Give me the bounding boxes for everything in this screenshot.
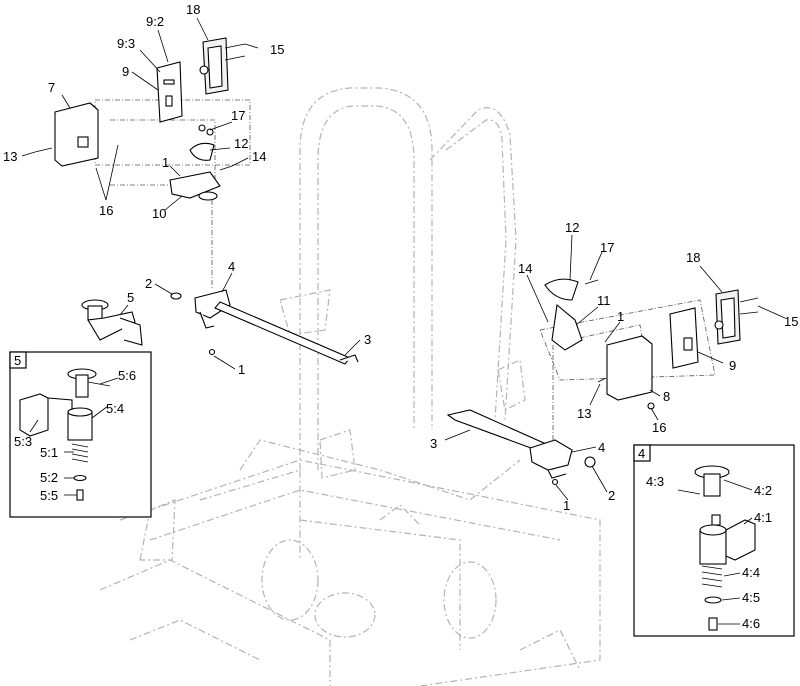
callout-15: 15 [784, 314, 798, 329]
callout-3: 3 [364, 332, 371, 347]
inset-5-title: 5 [14, 353, 21, 368]
callout-11: 11 [597, 293, 611, 308]
callout-18: 18 [186, 2, 200, 17]
work-lamp [199, 37, 229, 95]
left-light-assembly [34, 37, 251, 290]
callout-13: 13 [577, 406, 591, 421]
inset-5: 5 5:6 5:4 5:3 5:1 5:2 5:5 [9, 351, 152, 518]
callout-12: 12 [234, 136, 248, 151]
callout-17: 17 [231, 108, 245, 123]
inset-4-label-4-2: 4:2 [754, 483, 772, 498]
callout-10: 10 [152, 206, 166, 221]
inset-4-title: 4 [638, 446, 645, 461]
callout-9: 9 [122, 64, 129, 79]
callout-1: 1 [238, 362, 245, 377]
callout-16: 16 [99, 203, 113, 218]
callout-1: 1 [162, 155, 169, 170]
callout-numbers: 18 9:2 9:3 9 15 7 17 12 13 14 1 16 10 4 … [3, 2, 798, 513]
leader-lines [21, 17, 786, 501]
callout-13: 13 [3, 149, 17, 164]
callout-4: 4 [598, 440, 605, 455]
callout-3: 3 [430, 436, 437, 451]
callout-16: 16 [652, 420, 666, 435]
inset-5-label-5-6: 5:6 [118, 368, 136, 383]
inset-5-label-5-2: 5:2 [40, 470, 58, 485]
light-bracket [669, 307, 699, 369]
callout-2: 2 [145, 276, 152, 291]
left-mount-arm [170, 289, 359, 365]
inset-5-label-5-1: 5:1 [40, 445, 58, 460]
inset-4-label-4-4: 4:4 [742, 565, 760, 580]
cover-plate [189, 142, 215, 161]
callout-18: 18 [686, 250, 700, 265]
rops-frame [279, 87, 526, 470]
inset-4-label-4-1: 4:1 [754, 510, 772, 525]
callout-17: 17 [600, 240, 614, 255]
callout-1: 1 [617, 309, 624, 324]
callout-8: 8 [663, 389, 670, 404]
callout-12: 12 [565, 220, 579, 235]
callout-7: 7 [48, 80, 55, 95]
inset-4-label-4-3: 4:3 [646, 474, 664, 489]
swing-arm-assembly [81, 299, 143, 346]
callout-1: 1 [563, 498, 570, 513]
callout-4: 4 [228, 259, 235, 274]
inset-5-label-5-5: 5:5 [40, 488, 58, 503]
callout-9: 9 [729, 358, 736, 373]
light-housing [606, 335, 653, 401]
inset-4-label-4-5: 4:5 [742, 590, 760, 605]
right-light-assembly [539, 278, 759, 470]
callout-14: 14 [518, 261, 532, 276]
light-bracket [156, 61, 183, 123]
work-lamp [714, 289, 741, 345]
inset-5-label-5-3: 5:3 [14, 434, 32, 449]
callout-5: 5 [127, 290, 134, 305]
chassis-frame [99, 429, 601, 686]
callout-14: 14 [252, 149, 266, 164]
inset-5-label-5-4: 5:4 [106, 401, 124, 416]
callout-2: 2 [608, 488, 615, 503]
callout-9-3: 9:3 [117, 36, 135, 51]
inset-4-label-4-6: 4:6 [742, 616, 760, 631]
inset-4: 4 4:3 4:2 4:1 4:4 4:5 4:6 [633, 444, 795, 637]
right-mount-arm [446, 409, 596, 486]
cover-plate [544, 278, 579, 301]
light-housing [54, 102, 99, 167]
callout-15: 15 [270, 42, 284, 57]
callout-9-2: 9:2 [146, 14, 164, 29]
